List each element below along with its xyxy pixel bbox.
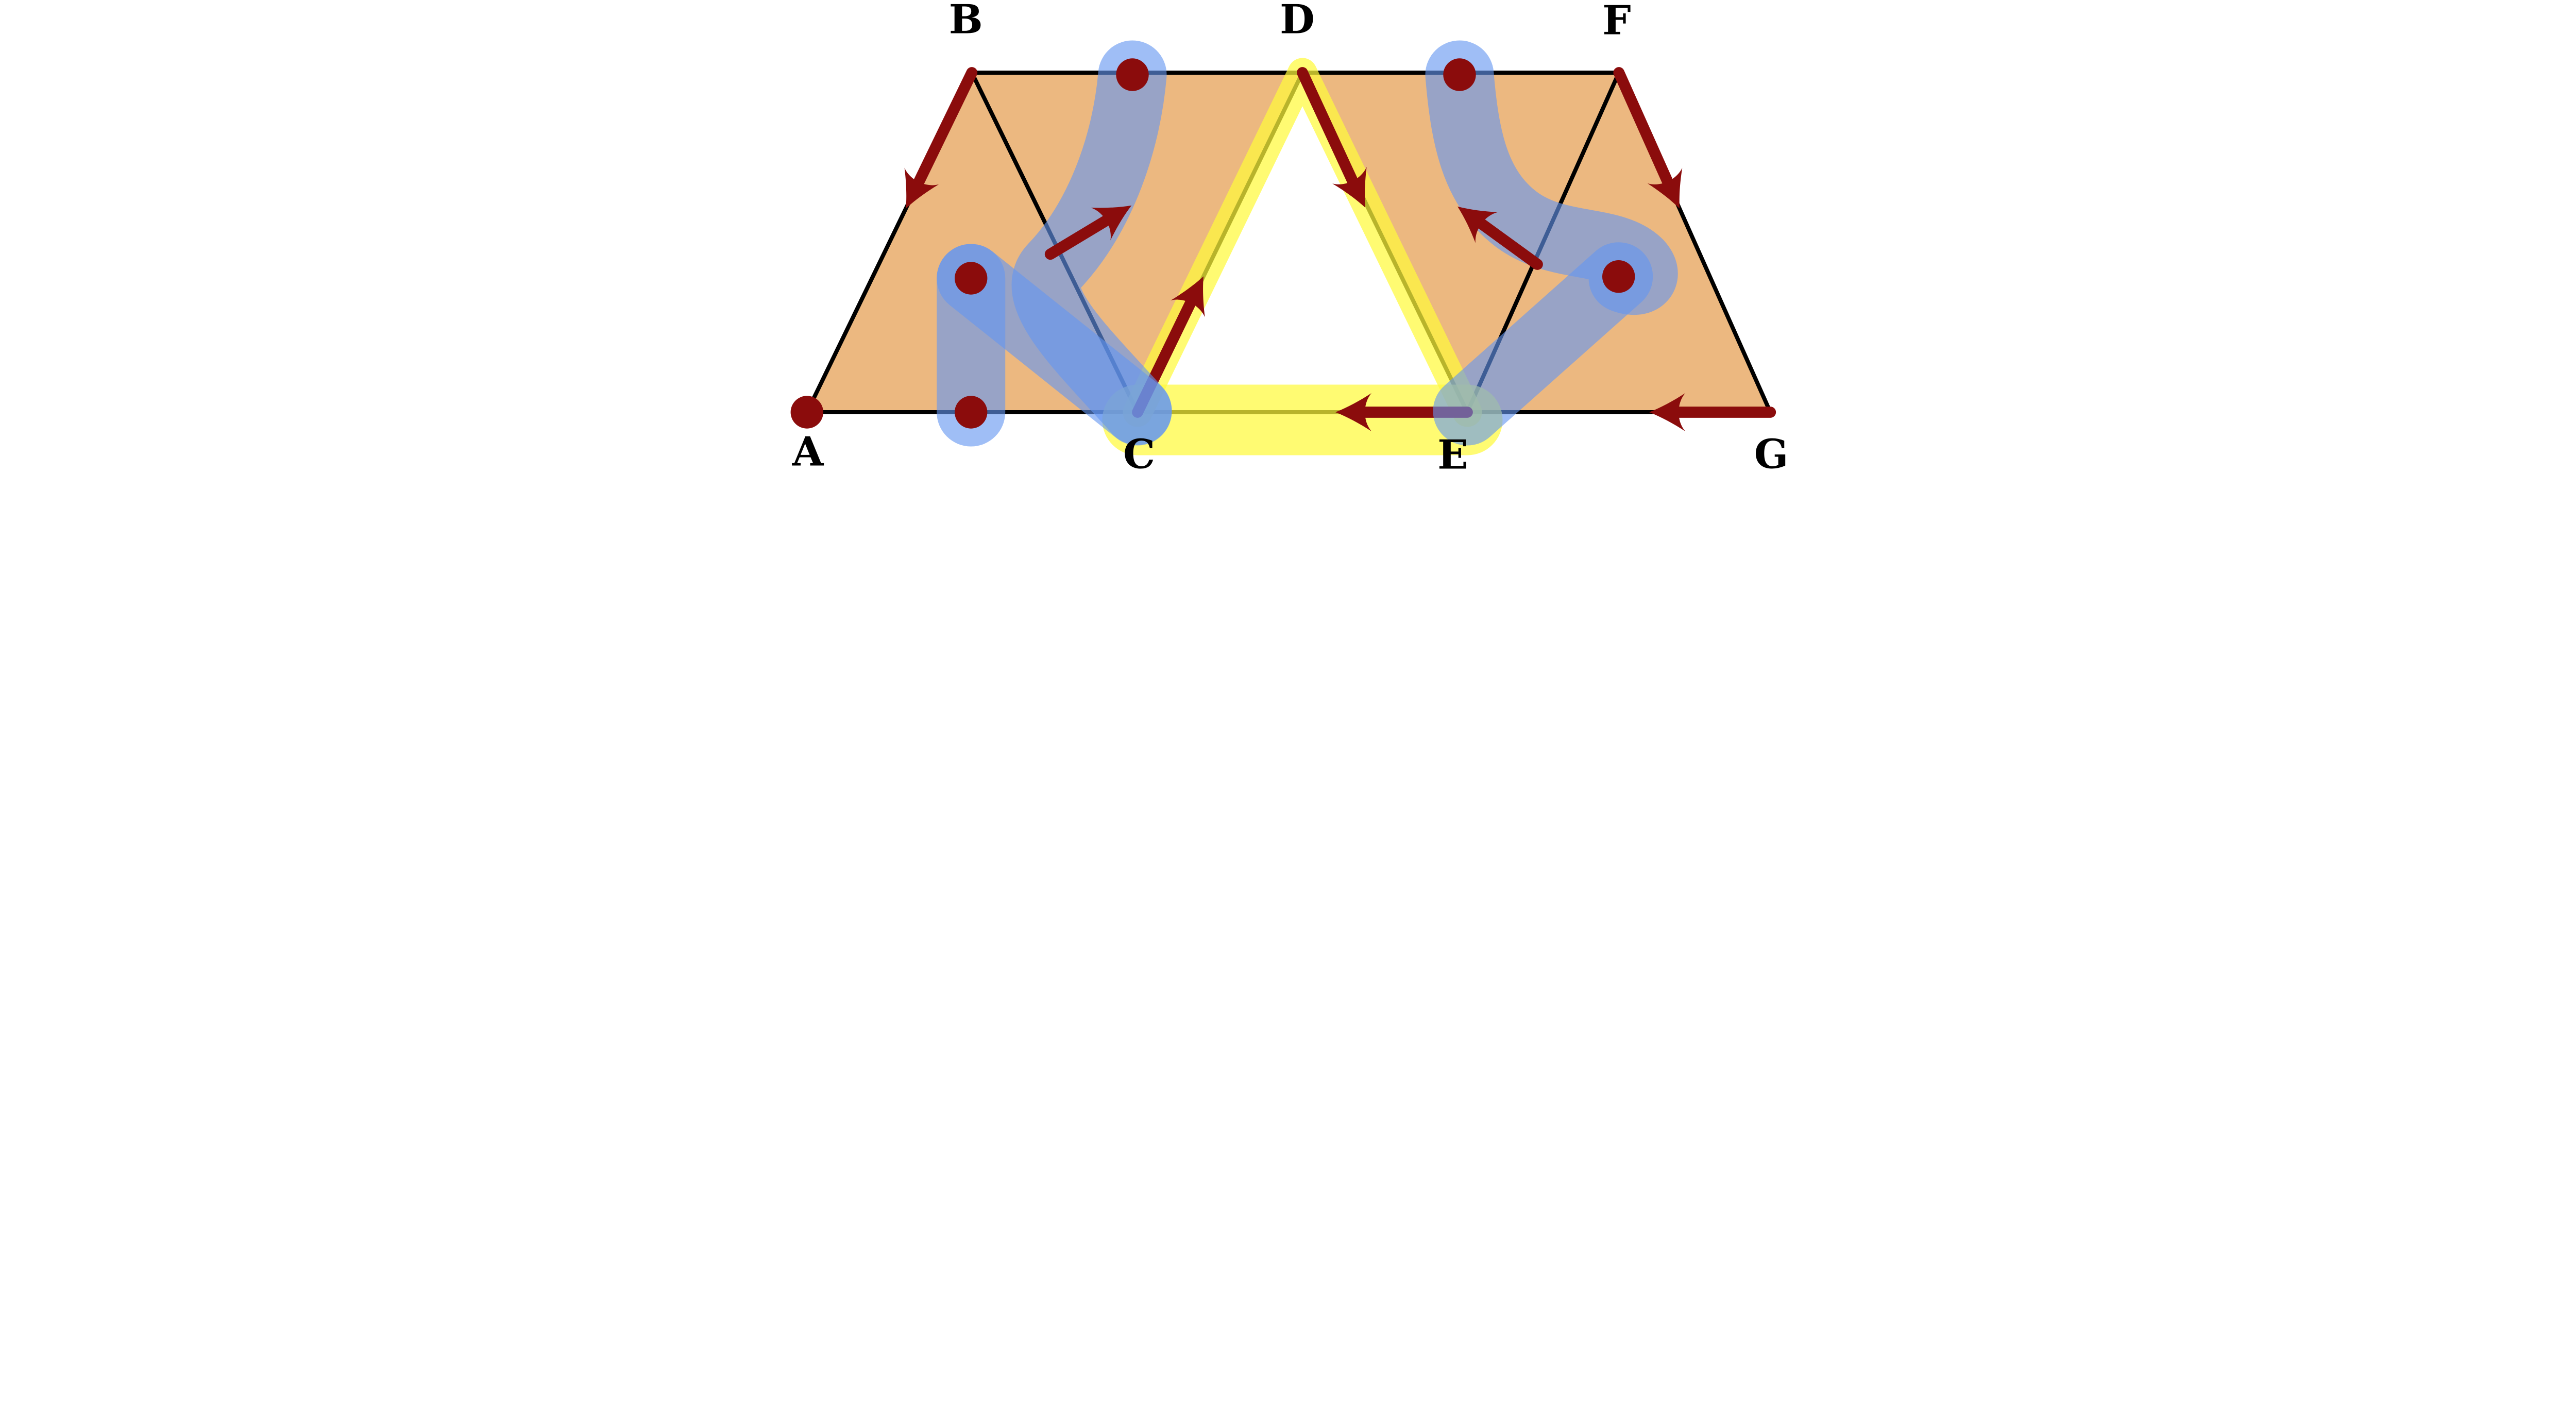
arrow-F-to-G-head bbox=[1647, 167, 1682, 209]
dot-mid-AC bbox=[954, 396, 987, 429]
dot-centroid-EFG bbox=[1602, 260, 1635, 293]
arrow-G-to-E bbox=[1649, 393, 1776, 431]
blue-tracks bbox=[936, 40, 1677, 447]
arrow-B-to-A-shaft bbox=[911, 67, 977, 191]
arrow-C-to-D-head bbox=[1170, 276, 1205, 317]
dot-A bbox=[790, 396, 823, 429]
arrow-B-to-A bbox=[904, 67, 977, 209]
surface-diagram: A B C D E F G bbox=[790, 0, 1788, 473]
label-F: F bbox=[1602, 0, 1631, 44]
left-track-arrow bbox=[1044, 205, 1131, 260]
arrow-F-to-G-shaft bbox=[1613, 67, 1675, 191]
blue-curve-midBD-C bbox=[1011, 40, 1172, 445]
marked-points bbox=[790, 58, 1635, 429]
label-E: E bbox=[1437, 432, 1468, 474]
figure-stage: A B C D E F G bbox=[785, 0, 1792, 473]
middle-triangle-fill bbox=[1137, 73, 1467, 412]
dot-mid-DF bbox=[1443, 58, 1476, 91]
right-track-arrow bbox=[1457, 206, 1543, 270]
label-G: G bbox=[1754, 431, 1788, 474]
arrow-E-to-C-head bbox=[1335, 393, 1371, 431]
vertex-labels: A B C D E F G bbox=[791, 0, 1788, 473]
free-arrows bbox=[1044, 205, 1543, 270]
arrow-B-to-A-head bbox=[904, 167, 939, 209]
arrow-G-to-E-head bbox=[1649, 393, 1685, 431]
arrow-D-to-E-shaft bbox=[1296, 67, 1360, 190]
left-track-arrow-shaft bbox=[1044, 213, 1115, 260]
left-track-arrow-head bbox=[1090, 205, 1131, 241]
label-C: C bbox=[1123, 431, 1155, 474]
arrow-D-to-E bbox=[1296, 67, 1367, 208]
edge-arrows bbox=[904, 67, 1776, 431]
label-D: D bbox=[1280, 0, 1315, 43]
blue-segment-centroidEFG-E bbox=[1433, 242, 1653, 446]
label-B: B bbox=[948, 0, 982, 43]
arrow-F-to-G bbox=[1613, 67, 1682, 209]
right-track-arrow-head bbox=[1457, 206, 1498, 243]
label-A: A bbox=[791, 429, 824, 474]
right-track-arrow-shaft bbox=[1472, 216, 1543, 270]
dot-mid-BD bbox=[1115, 58, 1149, 91]
dot-centroid-ABC bbox=[954, 262, 987, 295]
arrow-D-to-E-head bbox=[1332, 166, 1367, 208]
